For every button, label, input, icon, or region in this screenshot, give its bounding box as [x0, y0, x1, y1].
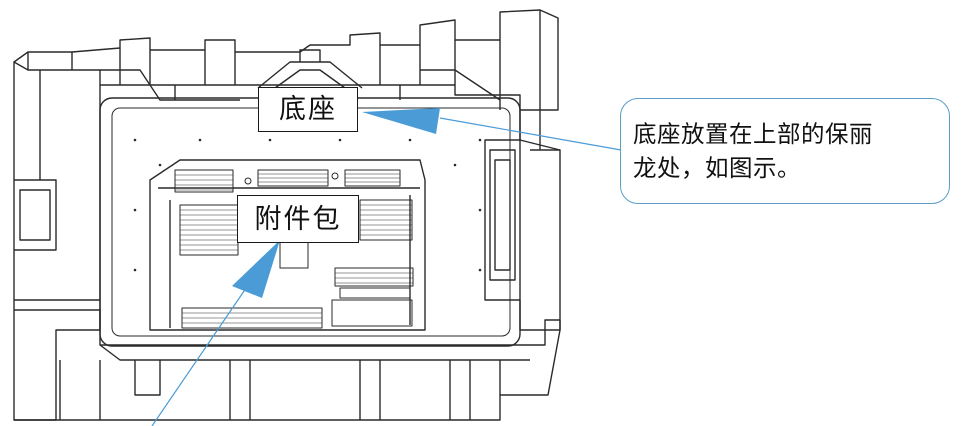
instruction-callout: 底座放置在上部的保丽 龙处，如图示。 — [620, 98, 950, 204]
base-arrow — [362, 108, 440, 134]
callout-line-2: 龙处，如图示。 — [633, 154, 801, 182]
accessory-pack-label: 附件包 — [237, 195, 359, 243]
indicator-arrows — [151, 108, 622, 426]
base-label: 底座 — [258, 87, 358, 132]
tv-back — [99, 97, 521, 347]
accessory-pack-label-text: 附件包 — [254, 203, 342, 235]
accessory-arrow — [232, 240, 280, 298]
callout-line-1: 底座放置在上部的保丽 — [633, 120, 873, 148]
vent-grilles — [174, 169, 414, 329]
base-label-text: 底座 — [279, 94, 337, 125]
